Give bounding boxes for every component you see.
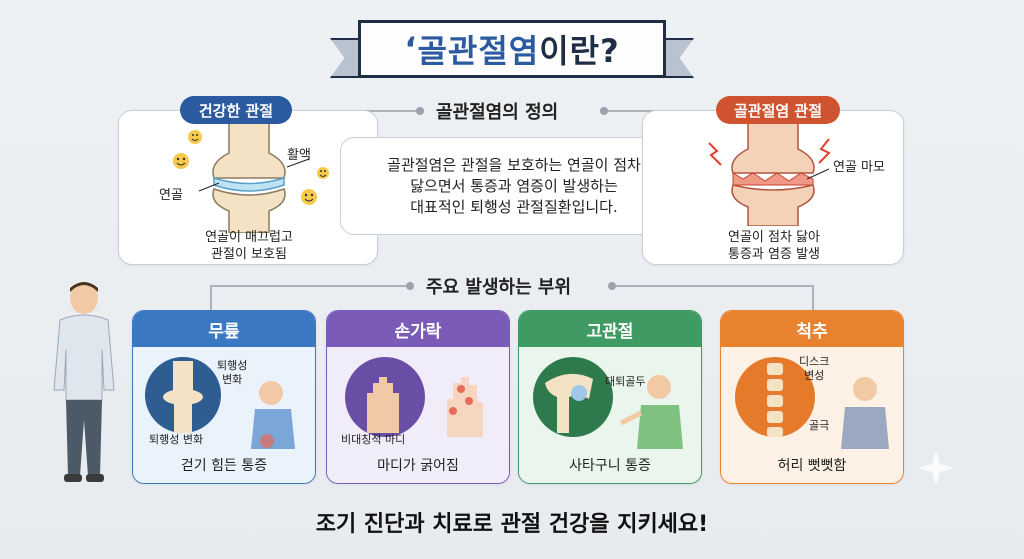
site-body-finger: 비대칭적 마디 마디가 굵어짐 xyxy=(327,347,509,483)
site-title-knee: 무릎 xyxy=(133,311,315,347)
finger-note-1: 비대칭적 마디 xyxy=(341,433,406,446)
healthy-caption-1: 연골이 매끄럽고 xyxy=(205,230,293,245)
hand-illustration xyxy=(345,357,483,437)
knee-note-2: 퇴행성 변화 xyxy=(149,433,204,446)
knee-note-1: 퇴행성 변화 xyxy=(217,359,248,386)
healthy-joint-illustration xyxy=(173,123,329,233)
title-highlight: 골관절염 xyxy=(417,32,540,70)
label-cartilage: 연골 xyxy=(159,188,183,203)
connector-dot xyxy=(608,282,616,290)
spine-note-2: 골극 xyxy=(809,419,830,432)
person-illustration xyxy=(53,282,115,482)
diseased-joint-badge: 골관절염 관절 xyxy=(716,96,840,124)
definition-line-2: 닳으면서 통증과 염증이 발생하는 xyxy=(410,176,618,195)
healthy-caption-2: 관절이 보호됨 xyxy=(211,247,287,262)
title-quote: ‘ xyxy=(404,30,418,68)
title-suffix: 이란? xyxy=(539,32,620,70)
connector-line xyxy=(210,285,212,310)
connector-line xyxy=(612,285,812,287)
site-caption-spine: 허리 뻣뻣함 xyxy=(777,458,847,474)
site-card-knee: 무릎 퇴행성 변화 퇴행성 변화 걷기 힘든 통증 xyxy=(132,310,316,484)
label-cartilage-wear: 연골 마모 xyxy=(833,160,885,175)
site-body-hip: 대퇴골두 사타구니 통증 xyxy=(519,347,701,483)
sites-heading: 주요 발생하는 부위 xyxy=(426,277,572,298)
diseased-joint-card: 연골 마모 연골이 점차 닳아 통증과 염증 발생 xyxy=(642,110,904,265)
site-caption-knee: 걷기 힘든 통증 xyxy=(180,458,268,474)
connector-dot xyxy=(406,282,414,290)
spine-illustration xyxy=(735,357,889,449)
hip-illustration xyxy=(533,357,683,449)
footer-message: 조기 진단과 치료로 관절 건강을 지키세요! xyxy=(315,512,709,537)
site-title-spine: 척추 xyxy=(721,311,903,347)
sparkle-icon xyxy=(918,450,954,486)
label-fluid: 활액 xyxy=(287,148,311,163)
diseased-joint-illustration xyxy=(708,121,831,226)
connector-line xyxy=(210,285,410,287)
hip-note-1: 대퇴골두 xyxy=(605,375,646,388)
site-caption-finger: 마디가 굵어짐 xyxy=(377,458,459,474)
site-card-hip: 고관절 대퇴골두 사타구니 통증 xyxy=(518,310,702,484)
definition-heading: 골관절염의 정의 xyxy=(436,102,559,123)
healthy-joint-card: 활액 연골 연골이 매끄럽고 관절이 보호됨 xyxy=(118,110,378,265)
connector-dot xyxy=(416,107,424,115)
site-caption-hip: 사타구니 통증 xyxy=(569,458,651,474)
connector-dot xyxy=(600,107,608,115)
site-title-hip: 고관절 xyxy=(519,311,701,347)
site-body-spine: 디스크 변성 골극 허리 뻣뻣함 xyxy=(721,347,903,483)
site-card-finger: 손가락 비대칭적 마디 마디가 굵어짐 xyxy=(326,310,510,484)
site-body-knee: 퇴행성 변화 퇴행성 변화 걷기 힘든 통증 xyxy=(133,347,315,483)
site-title-finger: 손가락 xyxy=(327,311,509,347)
diseased-caption-2: 통증과 염증 발생 xyxy=(728,247,820,262)
site-card-spine: 척추 디스크 변성 골극 허리 뻣뻣함 xyxy=(720,310,904,484)
knee-illustration xyxy=(145,357,295,449)
definition-bubble: 골관절염은 관절을 보호하는 연골이 점차 닳으면서 통증과 염증이 발생하는 … xyxy=(340,137,688,235)
diseased-caption-1: 연골이 점차 닳아 xyxy=(728,230,820,245)
definition-line-1: 골관절염은 관절을 보호하는 연골이 점차 xyxy=(387,155,641,174)
healthy-joint-badge: 건강한 관절 xyxy=(180,96,292,124)
spine-note-1: 디스크 변성 xyxy=(799,355,830,382)
connector-line xyxy=(812,285,814,310)
definition-line-3: 대표적인 퇴행성 관절질환입니다. xyxy=(410,197,618,216)
